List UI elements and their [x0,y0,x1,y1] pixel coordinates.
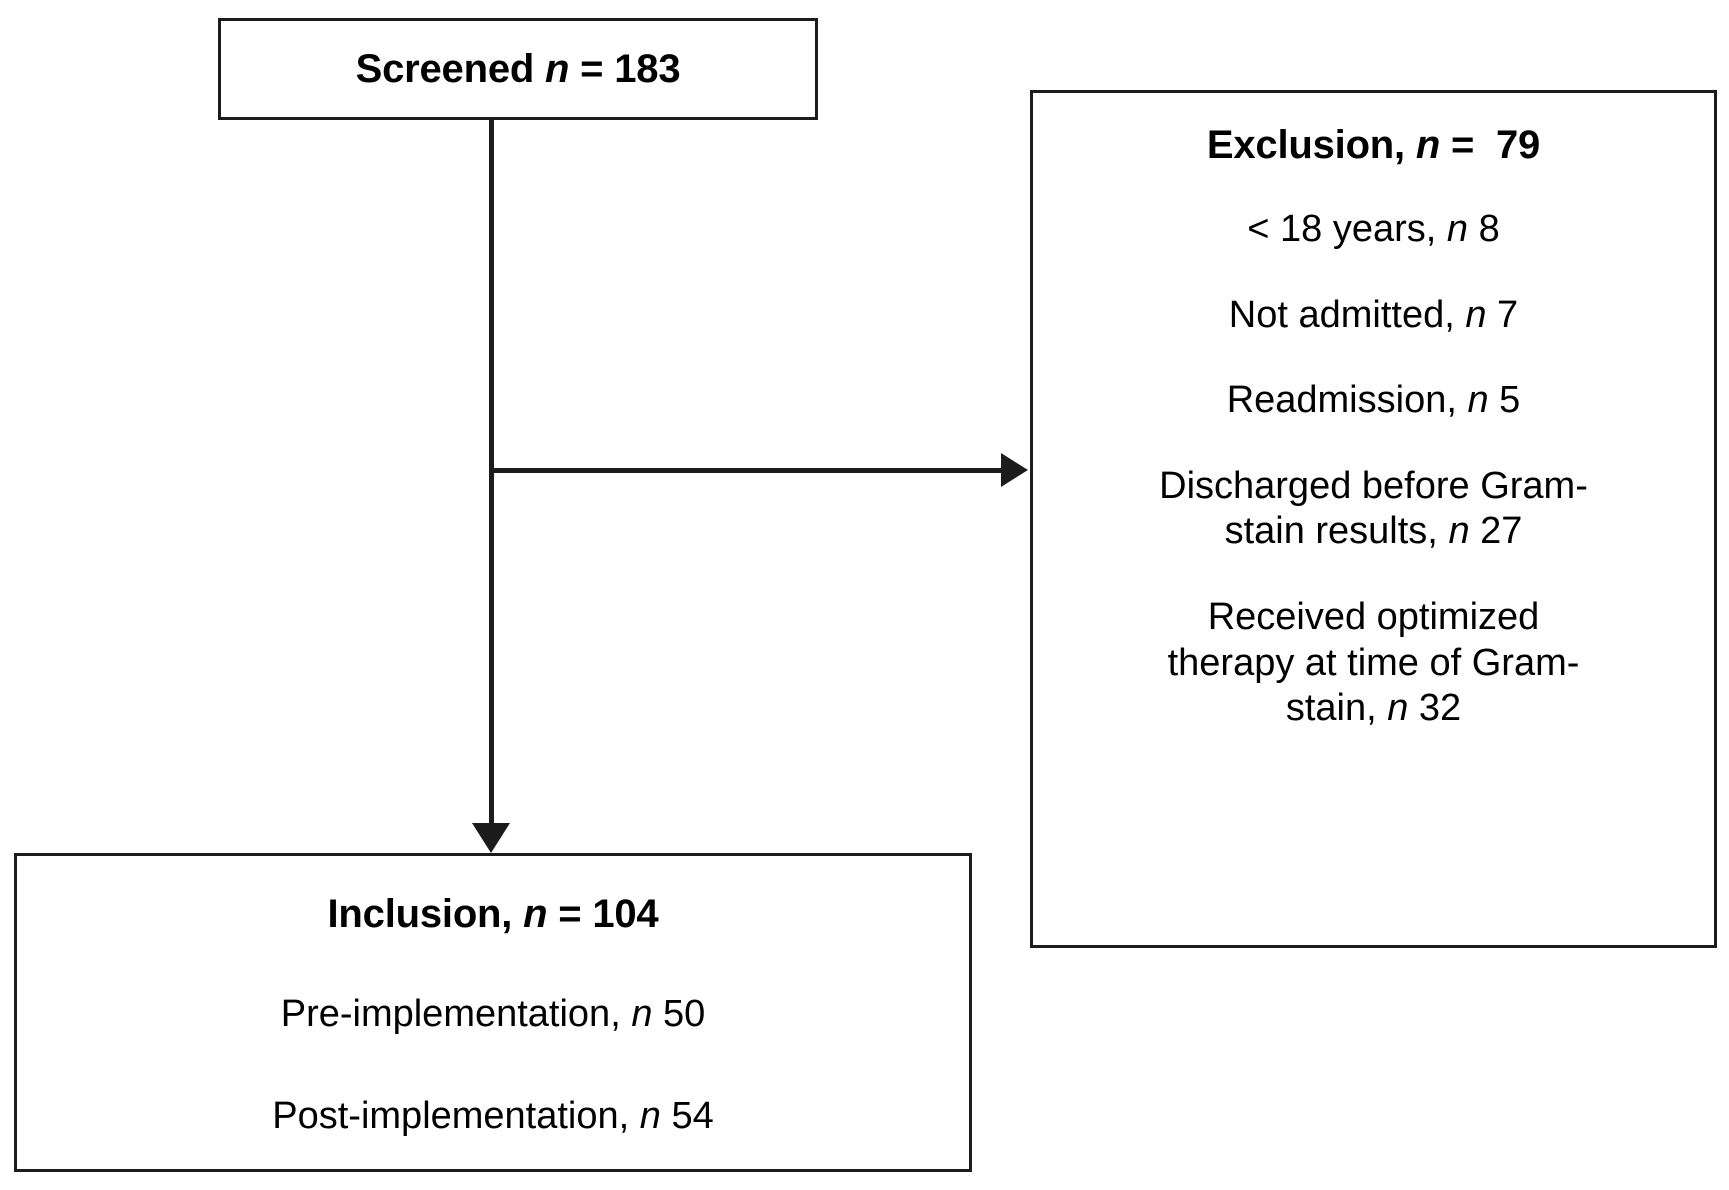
inclusion-n-symbol: n [523,892,548,936]
exclusion-reason-n-symbol: n [1465,293,1487,336]
inclusion-title-suffix: = 104 [547,892,659,936]
screened-label-prefix: Screened [355,47,546,91]
screened-box: Screened n = 183 [218,18,818,120]
exclusion-n-symbol: n [1415,123,1441,167]
exclusion-reason-count: 32 [1408,687,1462,730]
exclusion-reason-text: Discharged before Gram- stain results, [1159,464,1588,553]
exclusion-reason: Received optimized therapy at time of Gr… [1168,595,1580,732]
exclusion-reason-text: Received optimized therapy at time of Gr… [1167,595,1580,730]
screened-label: Screened n = 183 [356,47,681,91]
inclusion-group-text: Pre-implementation, [280,993,632,1035]
exclusion-reason-n-symbol: n [1446,208,1469,250]
inclusion-title-prefix: Inclusion, [327,892,524,936]
arrowhead-down-icon [472,823,510,853]
exclusion-reason-n-symbol: n [1448,510,1470,553]
exclusion-reason: Not admitted, n 7 [1229,293,1518,339]
exclusion-reason-count: 7 [1486,293,1519,336]
inclusion-group-n-symbol: n [639,1094,661,1137]
inclusion-title: Inclusion, n = 104 [328,892,659,936]
connector-stem-vertical [489,120,494,827]
exclusion-reason-count: 8 [1468,208,1500,250]
inclusion-group: Pre-implementation, n 50 [281,992,706,1038]
exclusion-title-prefix: Exclusion, [1206,123,1416,167]
inclusion-box: Inclusion, n = 104 Pre-implementation, n… [14,853,972,1172]
screened-label-suffix: = 183 [569,47,681,91]
inclusion-group-count: 54 [660,1094,714,1137]
exclusion-reason-text: < 18 years, [1247,208,1447,250]
inclusion-group-count: 50 [652,993,706,1035]
exclusion-title-suffix: = 79 [1440,123,1541,167]
exclusion-reason-count: 27 [1469,510,1523,553]
exclusion-reason: Discharged before Gram- stain results, n… [1159,464,1588,555]
exclusion-reason: Readmission, n 5 [1227,378,1521,424]
arrowhead-right-icon [1001,453,1028,487]
exclusion-reason-count: 5 [1488,379,1521,422]
exclusion-reason-n-symbol: n [1467,379,1489,422]
exclusion-title: Exclusion, n = 79 [1207,123,1540,167]
inclusion-group: Post-implementation, n 54 [272,1094,713,1140]
exclusion-reason-text: Readmission, [1226,379,1468,422]
exclusion-reason-text: Not admitted, [1228,293,1466,336]
exclusion-reason: < 18 years, n 8 [1247,207,1499,253]
exclusion-box: Exclusion, n = 79 < 18 years, n 8 Not ad… [1030,90,1717,948]
screened-n-symbol: n [545,47,570,91]
inclusion-group-n-symbol: n [631,993,653,1035]
inclusion-group-text: Post-implementation, [272,1094,640,1137]
exclusion-reason-n-symbol: n [1387,687,1409,730]
connector-branch-horizontal [493,468,1001,473]
